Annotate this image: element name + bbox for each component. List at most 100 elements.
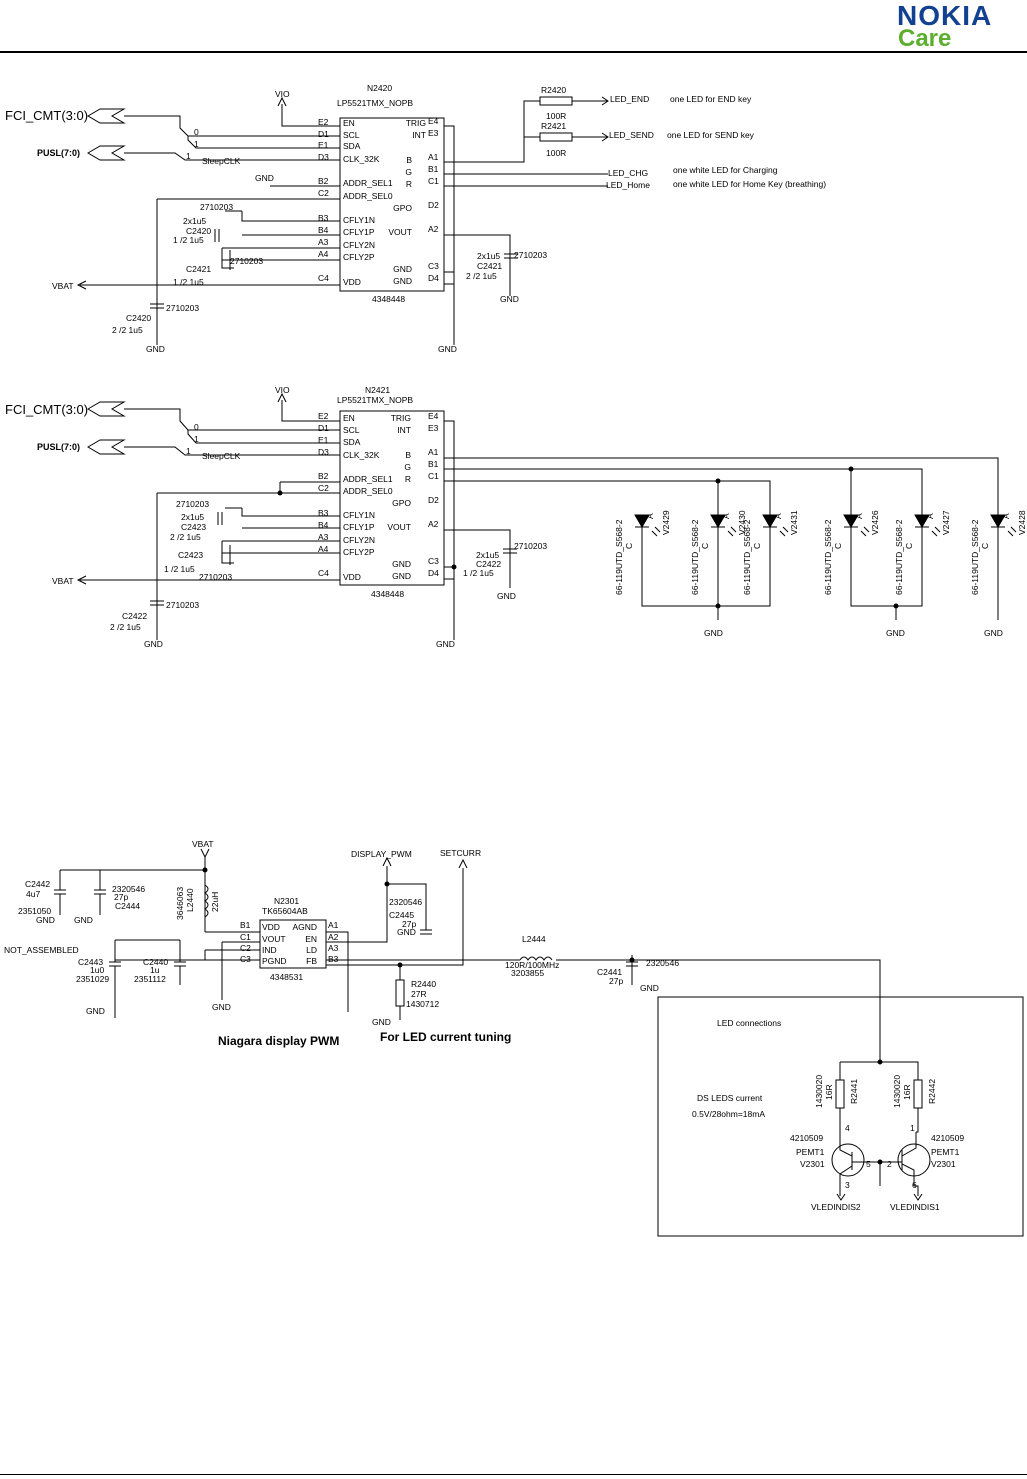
schematic-label: GND <box>392 559 411 569</box>
net-fci: FCI_CMT(3:0) <box>5 108 88 123</box>
diode-icon <box>990 514 1006 538</box>
pin-label: CFLY2P <box>343 252 375 262</box>
arrow-left-icon <box>76 575 87 585</box>
transistor-icon <box>831 1143 865 1177</box>
schematic-label: CLK_32K <box>343 450 380 460</box>
schematic-label: 2710203 <box>176 499 209 509</box>
pin-label: B1 <box>428 164 439 174</box>
care-logo: Care <box>898 25 952 52</box>
schematic-label: E2 <box>318 411 329 421</box>
schematic-label: PEMT1 <box>931 1147 960 1157</box>
net-setcurr: SETCURR <box>440 848 481 858</box>
schematic-label: 1 <box>186 446 191 456</box>
arrow-down-icon <box>913 1193 923 1201</box>
arrow-up-icon <box>277 96 287 107</box>
led-connections-box <box>657 996 1024 1237</box>
schematic-label: GND <box>372 1017 391 1027</box>
light-ray-icon <box>727 526 737 537</box>
net-vbat: VBAT <box>192 839 214 849</box>
led-ref: V2430 <box>737 510 747 535</box>
schematic-label: 2351029 <box>76 974 109 984</box>
schematic-label: 4 <box>845 1123 850 1133</box>
schematic-label: 2320546 <box>389 897 422 907</box>
schematic-label: CFLY2P <box>343 547 375 557</box>
schematic-label: EN <box>343 413 355 423</box>
schematic-label: 0 <box>194 422 199 432</box>
schematic-label: 22uH <box>210 892 220 912</box>
net-sleepclk: SleepCLK <box>202 451 241 461</box>
pin-label: CFLY1P <box>343 227 375 237</box>
net-led-send: LED_SEND <box>609 130 654 140</box>
schematic-label: CFLY2N <box>343 535 375 545</box>
schematic-label: 2710203 <box>166 600 199 610</box>
schematic-label: 16R <box>902 1084 912 1100</box>
pin-label: ADDR_SEL0 <box>343 191 393 201</box>
schematic-label: FB <box>306 956 317 966</box>
schematic-label: GND <box>436 639 455 649</box>
pin-label: E4 <box>428 116 439 126</box>
schematic-label: 3203855 <box>511 968 544 978</box>
schematic-label: VOUT <box>262 934 286 944</box>
schematic-label: 27p <box>609 976 623 986</box>
res-ref: R2420 <box>541 85 566 95</box>
bus-bit: 1 <box>186 151 191 161</box>
schematic-label: GND <box>886 628 905 638</box>
cap-value: 2 /2 1u5 <box>466 271 497 281</box>
pin-c: C <box>752 543 762 549</box>
led-part: 66-119UTD_S568-2 <box>742 519 752 595</box>
ds-current: DS LEDS current <box>697 1093 763 1103</box>
schematic-label: L2440 <box>185 888 195 912</box>
pin-a: A <box>721 513 731 519</box>
light-ray-icon <box>779 526 789 537</box>
schematic-label: 2710203 <box>514 541 547 551</box>
schematic-label: D3 <box>318 447 329 457</box>
pin-label: A4 <box>318 249 329 259</box>
led-ref: V2427 <box>941 510 951 535</box>
schematic-label: C2423 <box>178 550 203 560</box>
diode-icon <box>762 514 778 538</box>
note: one white LED for Charging <box>673 165 778 175</box>
schematic-label: 27R <box>411 989 427 999</box>
pin-label: E1 <box>318 140 329 150</box>
led-part: 66-119UTD_S568-2 <box>614 519 624 595</box>
diode-icon <box>914 514 930 538</box>
pin-c: C <box>624 543 634 549</box>
schematic-label: 4u7 <box>26 889 40 899</box>
pin-label: SCL <box>343 130 360 140</box>
led-ref: V2428 <box>1017 510 1027 535</box>
bus-bit: 1 <box>194 139 199 149</box>
schematic-label: B3 <box>318 508 329 518</box>
pin-label: GND <box>393 276 412 286</box>
pin-label: B <box>406 155 412 165</box>
arrow-down-icon <box>836 1193 846 1201</box>
pin-c: C <box>980 543 990 549</box>
arrow-left-icon <box>76 280 87 290</box>
not-assembled: NOT_ASSEMBLED <box>4 945 79 955</box>
note: one white LED for Home Key (breathing) <box>673 179 826 189</box>
schematic-label: 1 <box>910 1123 915 1133</box>
cap-code: 2710203 <box>166 303 199 313</box>
net-fci: FCI_CMT(3:0) <box>5 402 88 417</box>
arrow-up-icon <box>458 858 468 869</box>
pin-label: A2 <box>428 224 439 234</box>
schematic-label: GND <box>397 927 416 937</box>
pin-label: B3 <box>318 213 329 223</box>
schematic-label: EN <box>305 934 317 944</box>
schematic-label: C2422 <box>122 611 147 621</box>
cap-code: 2710203 <box>514 250 547 260</box>
schematic-label: GND <box>212 1002 231 1012</box>
schematic-label: A2 <box>328 932 339 942</box>
schematic-label: A3 <box>318 532 329 542</box>
bus-connector-icon <box>87 401 126 417</box>
schematic-label: PGND <box>262 956 287 966</box>
schematic-label: L2444 <box>522 934 546 944</box>
schematic-label: C3 <box>240 954 251 964</box>
cap-ref: C2420 <box>186 226 211 236</box>
schematic-label: INT <box>397 425 411 435</box>
schematic-label: 1 /2 1u5 <box>164 564 195 574</box>
cap-value: 2x1u5 <box>183 216 206 226</box>
